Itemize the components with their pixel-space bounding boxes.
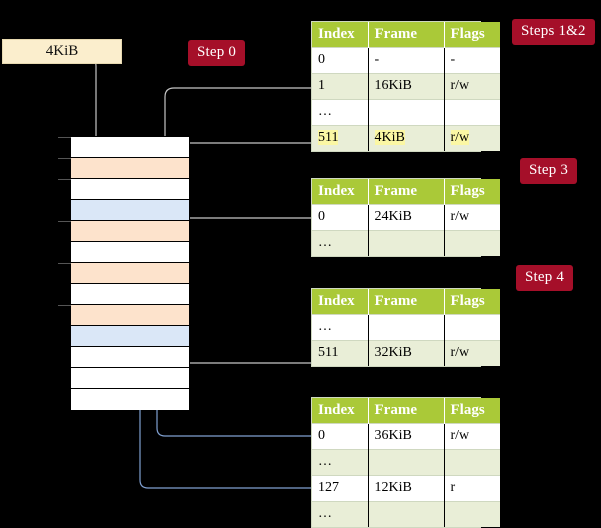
table-cell — [444, 501, 500, 527]
column-header-frame: Frame — [368, 179, 445, 205]
memory-cell-2 — [58, 179, 189, 200]
table-cell: 511 — [312, 125, 369, 151]
table-cell: … — [312, 230, 369, 256]
table-row: … — [312, 99, 500, 126]
highlighted-value: 511 — [318, 130, 339, 145]
column-header-frame: Frame — [368, 22, 445, 48]
memory-cell-7 — [71, 284, 189, 305]
column-header-index: Index — [312, 22, 369, 48]
column-header-flags: Flags — [444, 398, 500, 424]
memory-cell-5 — [71, 242, 189, 263]
memory-cell-12 — [71, 389, 189, 410]
table-row: … — [312, 449, 500, 476]
table-cell — [444, 99, 500, 126]
memory-cell-9 — [71, 326, 189, 347]
table-cell — [444, 314, 500, 341]
table-row: … — [312, 230, 500, 256]
table-cell: 12KiB — [368, 475, 445, 502]
table-cell: … — [312, 449, 369, 476]
table-cell: r/w — [444, 423, 500, 450]
table-cell: 127 — [312, 475, 369, 502]
table-cell: 0 — [312, 47, 369, 74]
table-cell — [368, 449, 445, 476]
highlighted-value: 4KiB — [374, 130, 405, 145]
table-cell: r/w — [444, 204, 500, 231]
table-cell: 36KiB — [368, 423, 445, 450]
memory-tick-1 — [58, 158, 71, 159]
table-cell — [368, 314, 445, 341]
column-header-flags: Flags — [444, 179, 500, 205]
table-cell: 1 — [312, 73, 369, 100]
table-cell: 0 — [312, 204, 369, 231]
table-row: 511 4KiB r/w — [312, 125, 500, 151]
memory-tick-0 — [58, 137, 71, 138]
table-cell — [368, 99, 445, 126]
table-cell: 4KiB — [368, 125, 445, 151]
memory-cell-8 — [58, 305, 189, 326]
table-cell: … — [312, 501, 369, 527]
table-cell: … — [312, 99, 369, 126]
table-cell: 0 — [312, 423, 369, 450]
table-cell — [368, 501, 445, 527]
column-header-flags: Flags — [444, 289, 500, 315]
table-row: … — [312, 314, 500, 341]
memory-column — [58, 136, 190, 410]
table-cell: r — [444, 475, 500, 502]
memory-cell-3 — [71, 200, 189, 221]
request-box: 4KiB — [2, 39, 122, 64]
table-cell: - — [444, 47, 500, 74]
memory-cell-11 — [71, 368, 189, 389]
table-cell: 16KiB — [368, 73, 445, 100]
table-cell — [444, 449, 500, 476]
table-cell: - — [368, 47, 445, 74]
memory-cell-4 — [58, 221, 189, 242]
memory-cell-10 — [71, 347, 189, 368]
memory-tick-4 — [58, 221, 71, 222]
table-cell: r/w — [444, 340, 500, 366]
table-row: … — [312, 501, 500, 527]
table-cell — [368, 230, 445, 256]
step-badge-step0: Step 0 — [188, 40, 246, 66]
table-row: 0-- — [312, 47, 500, 74]
column-header-frame: Frame — [368, 289, 445, 315]
table-cell: … — [312, 314, 369, 341]
column-header-index: Index — [312, 289, 369, 315]
request-label: 4KiB — [45, 43, 79, 59]
column-header-index: Index — [312, 179, 369, 205]
memory-tick-6 — [58, 263, 71, 264]
table-cell — [444, 230, 500, 256]
memory-tick-8 — [58, 305, 71, 306]
memory-tick-2 — [58, 179, 71, 180]
memory-cell-0 — [58, 137, 189, 158]
column-header-frame: Frame — [368, 398, 445, 424]
step-badge-steps12: Steps 1&2 — [512, 19, 595, 45]
step-badge-step4: Step 4 — [516, 265, 574, 291]
memory-cell-6 — [58, 263, 189, 284]
table-cell: 32KiB — [368, 340, 445, 366]
column-header-flags: Flags — [444, 22, 500, 48]
table-cell: 24KiB — [368, 204, 445, 231]
table-cell: 511 — [312, 340, 369, 366]
step-badge-step3: Step 3 — [520, 158, 578, 184]
highlighted-value: r/w — [450, 130, 470, 145]
table-cell: r/w — [444, 125, 500, 151]
table-cell: r/w — [444, 73, 500, 100]
memory-cell-1 — [58, 158, 189, 179]
column-header-index: Index — [312, 398, 369, 424]
